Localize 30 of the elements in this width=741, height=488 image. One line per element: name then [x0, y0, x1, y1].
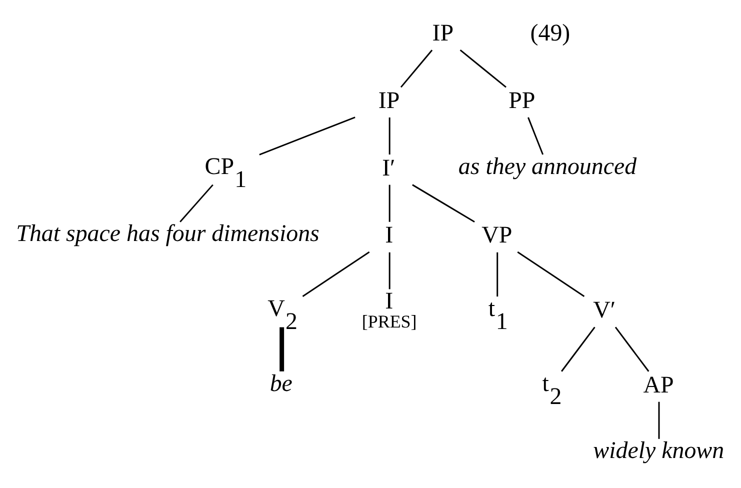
connector: [388, 184, 390, 222]
connector: [460, 49, 506, 88]
connector: [259, 116, 356, 155]
node-text: IP: [378, 87, 400, 114]
node-text: I: [385, 222, 394, 248]
connector: [280, 326, 284, 371]
connector: [388, 252, 390, 289]
label: (49): [530, 20, 570, 46]
node-text: VP: [482, 222, 512, 248]
node-text: be: [270, 370, 292, 396]
node-text: IP: [432, 20, 454, 46]
node-text: I [PRES]: [362, 288, 417, 332]
connector: [400, 49, 433, 88]
node-text: That space has four dimensions: [16, 220, 320, 247]
connector: [614, 326, 650, 372]
node-text: widely known: [593, 438, 724, 464]
node-text: AP: [643, 372, 674, 398]
connector: [528, 116, 544, 154]
connector: [412, 184, 475, 222]
connector: [496, 252, 498, 296]
connector: [302, 250, 370, 297]
connector: [517, 250, 585, 297]
connector: [180, 184, 214, 222]
node-text: V′: [593, 297, 616, 324]
connector: [658, 401, 660, 438]
node-text: PP: [508, 87, 536, 114]
node-text: as they announced: [458, 153, 637, 180]
connector: [561, 326, 596, 372]
connector: [388, 116, 390, 154]
node-text: I′: [382, 154, 396, 181]
